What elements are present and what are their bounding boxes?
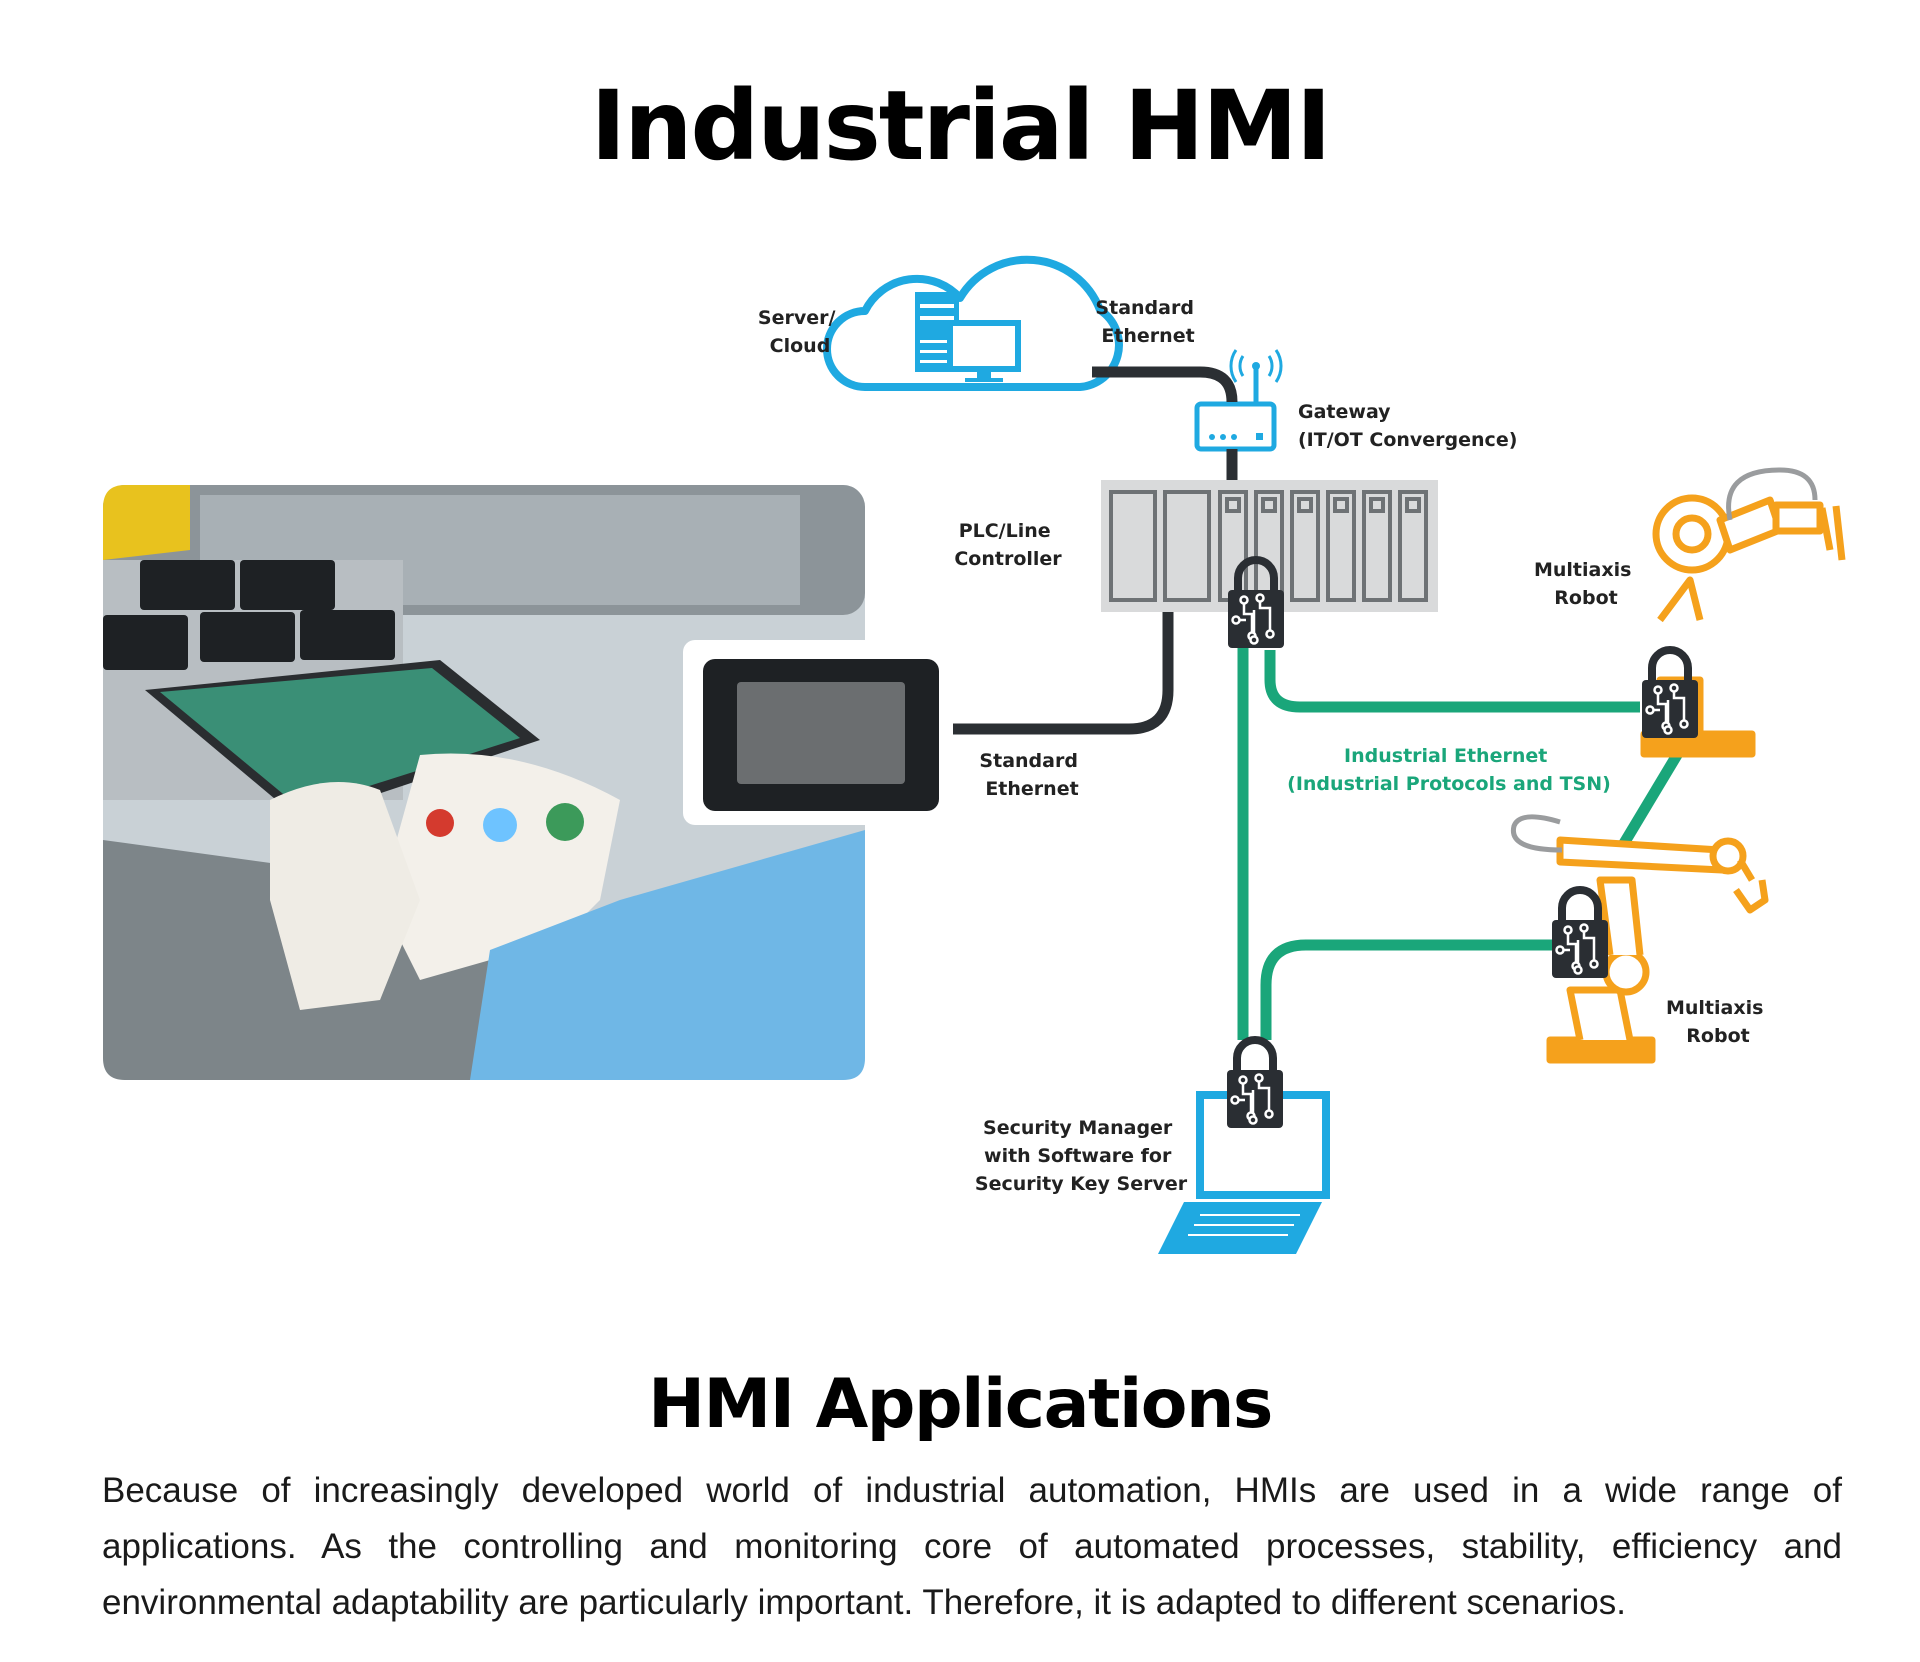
label-gateway: Gateway (IT/OT Convergence) — [1298, 401, 1517, 451]
lock-icon-robot-bottom — [1552, 890, 1608, 978]
hmi-photo — [103, 485, 865, 1080]
section-body: Because of increasingly developed world … — [102, 1471, 1842, 1622]
industrial-ethernet-line-robot-top — [1264, 650, 1640, 713]
label-plc-controller: PLC/Line Controller — [954, 520, 1062, 570]
page-title: Industrial HMI — [590, 70, 1331, 182]
gateway-icon — [1194, 349, 1283, 452]
lock-icon-laptop — [1227, 1040, 1283, 1128]
industrial-ethernet-line-robot-bottom — [1260, 939, 1560, 1040]
label-industrial-ethernet: Industrial Ethernet (Industrial Protocol… — [1287, 745, 1611, 795]
label-standard-ethernet-top: Standard Ethernet — [1095, 297, 1200, 347]
server-cloud-icon — [823, 255, 1123, 391]
lock-icon-robot-top — [1642, 650, 1698, 738]
section-title: HMI Applications — [648, 1365, 1273, 1444]
ethernet-line-plc-hmi — [953, 612, 1174, 735]
label-robot-top: Multiaxis Robot — [1534, 559, 1638, 609]
ethernet-line-cloud-gateway — [1092, 366, 1238, 403]
label-robot-bottom: Multiaxis Robot — [1666, 997, 1770, 1047]
label-security-manager: Security Manager with Software for Secur… — [975, 1117, 1188, 1195]
industrial-ethernet-line-robots — [1615, 747, 1685, 853]
hmi-device-icon — [683, 640, 947, 825]
label-server-cloud: Server/ Cloud — [758, 307, 842, 357]
network-diagram: Server/ Cloud Standard Ethernet Gateway … — [103, 255, 1846, 1254]
label-standard-ethernet-mid: Standard Ethernet — [979, 750, 1084, 800]
multiaxis-robot-bottom-icon — [1510, 814, 1769, 1064]
